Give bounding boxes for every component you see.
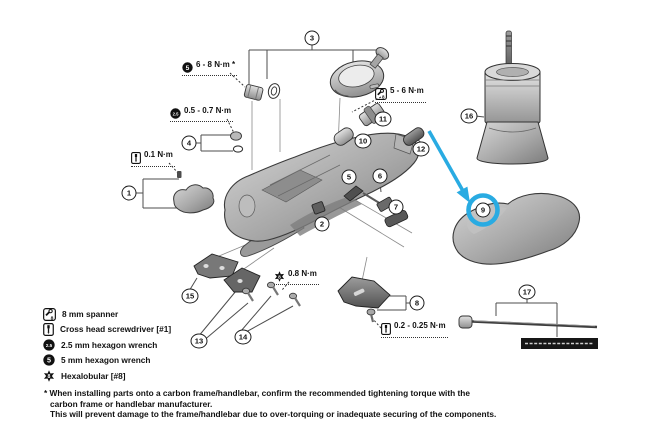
callout-8: 8	[409, 295, 425, 311]
callout-14: 14	[234, 329, 252, 345]
footnote: * When installing parts onto a carbon fr…	[44, 388, 504, 420]
part-12-cable-end	[403, 127, 425, 146]
part-2-block	[311, 201, 326, 215]
torque-leader-lines	[168, 72, 382, 329]
highlight-arrow	[427, 130, 470, 203]
svg-text:5: 5	[47, 356, 51, 365]
torque-label-reach-screw: 2.5 0.5 - 0.7 N·m	[170, 106, 234, 122]
legend-label: 5 mm hexagon wrench	[61, 355, 151, 366]
cross-head-screwdriver-icon	[131, 151, 141, 164]
svg-text:8: 8	[48, 374, 51, 380]
callout-15: 15	[181, 288, 199, 304]
legend-label: 2.5 mm hexagon wrench	[61, 339, 158, 350]
part-16-grease-container	[476, 30, 549, 165]
part-1-shift-paddle	[173, 184, 215, 214]
cable-label-strip	[521, 338, 598, 349]
callout-2: 2	[314, 216, 330, 232]
svg-text:5: 5	[186, 64, 190, 71]
callout-5: 5	[341, 169, 357, 185]
torque-label-clamp-bolt: 5 6 - 8 N·m *	[182, 60, 238, 76]
part-8-cover	[337, 276, 391, 323]
torque-value: 0.2 - 0.25 N·m	[394, 321, 446, 330]
torque-value: 0.5 - 0.7 N·m	[184, 106, 232, 115]
spanner-8-icon: 8	[375, 87, 387, 100]
callout-9-highlighted: 9	[475, 202, 491, 218]
callout-3: 3	[304, 30, 320, 46]
torque-value: 5 - 6 N·m	[390, 86, 424, 95]
hex-2.5-icon: 2.5	[170, 107, 181, 119]
part-10-nut	[333, 127, 354, 146]
svg-text:8: 8	[51, 315, 54, 321]
cross-head-screwdriver-icon	[381, 322, 391, 335]
footnote-line-1: * When installing parts onto a carbon fr…	[44, 388, 470, 398]
part-17-cable	[458, 315, 598, 329]
callout-10: 10	[354, 133, 372, 149]
legend-label: Cross head screwdriver [#1]	[60, 324, 172, 335]
tool-legend: 8 8 mm spanner Cross head screwdriver [#…	[43, 307, 172, 385]
callout-11: 11	[374, 111, 392, 127]
part-4-pieces	[230, 131, 244, 153]
hex-5-icon: 5	[182, 61, 193, 73]
footnote-line-2: carbon frame or handlebar manufacturer.	[50, 398, 213, 409]
svg-text:8: 8	[382, 94, 385, 99]
legend-row-hex5: 5 5 mm hexagon wrench	[43, 354, 171, 366]
part-15-bracket	[193, 253, 239, 279]
part-5-wedge	[343, 185, 364, 202]
callout-7: 7	[388, 199, 404, 215]
mount-screws	[241, 281, 301, 307]
callout-13: 13	[190, 333, 208, 349]
legend-label: 8 mm spanner	[62, 309, 119, 319]
torque-value: 6 - 8 N·m *	[196, 60, 236, 69]
callout-4: 4	[181, 135, 197, 151]
svg-text:2.5: 2.5	[173, 111, 179, 116]
torque-label-bracket-screws: 8 0.8 N·m	[274, 269, 319, 285]
hexalobular-icon: 8	[43, 369, 55, 382]
spanner-8-icon: 8	[43, 307, 56, 321]
part-13-bracket	[223, 267, 261, 293]
footnote-line-3: This will prevent damage to the frame/ha…	[50, 409, 497, 420]
part-clamp-band-group	[243, 47, 390, 101]
svg-text:8: 8	[278, 274, 281, 280]
part-1-set-screw	[177, 171, 182, 178]
legend-row-screwdriver: Cross head screwdriver [#1]	[43, 322, 172, 336]
legend-row-hexalobular: 8 Hexalobular [#8]	[43, 369, 171, 382]
legend-label: Hexalobular [#8]	[61, 370, 126, 381]
hex-5-icon: 5	[43, 354, 55, 366]
callout-1: 1	[121, 185, 137, 201]
torque-label-paddle-screw: 0.1 N·m	[131, 150, 175, 167]
callout-16: 16	[460, 108, 478, 124]
torque-value: 0.8 N·m	[288, 269, 317, 278]
svg-text:2.5: 2.5	[46, 343, 53, 348]
torque-value: 0.1 N·m	[144, 150, 173, 159]
hexalobular-icon: 8	[274, 270, 285, 282]
cross-head-screwdriver-icon	[43, 322, 54, 336]
torque-label-nut: 8 5 - 6 N·m	[375, 86, 426, 103]
torque-label-cover-screw: 0.2 - 0.25 N·m	[381, 321, 448, 338]
hex-2.5-icon: 2.5	[43, 339, 55, 351]
callout-6: 6	[372, 168, 388, 184]
legend-row-hex25: 2.5 2.5 mm hexagon wrench	[43, 339, 171, 351]
callout-12: 12	[412, 141, 430, 157]
legend-row-spanner: 8 8 mm spanner	[43, 307, 171, 321]
highlight-ring	[466, 193, 500, 227]
main-lever-body	[223, 132, 420, 257]
callout-17: 17	[518, 284, 536, 300]
